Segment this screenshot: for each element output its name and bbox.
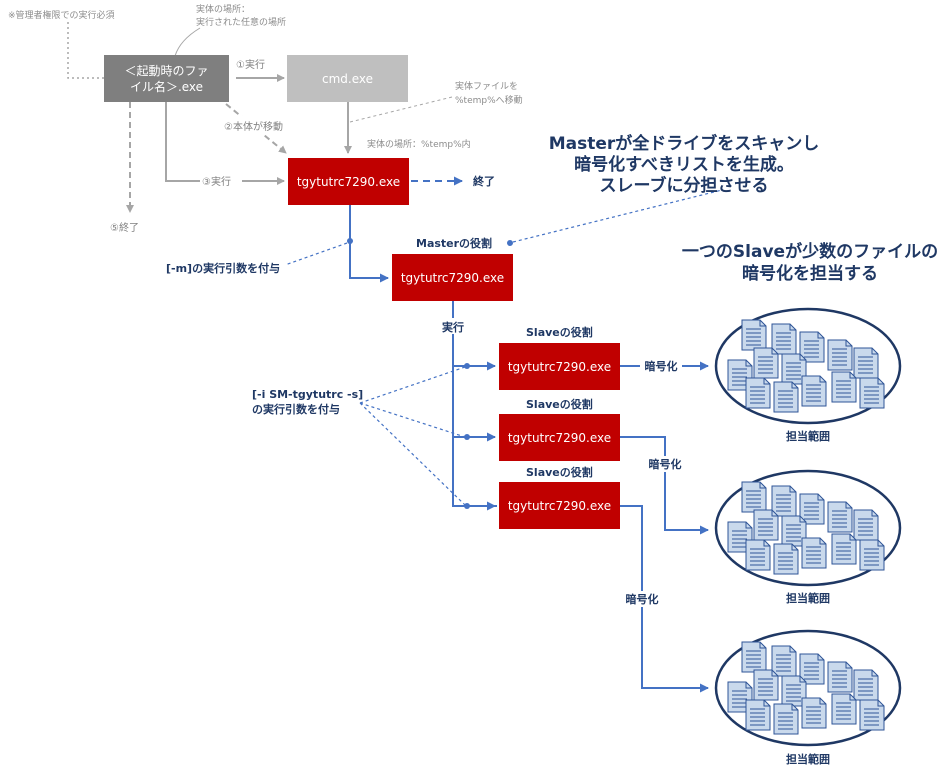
encrypt2-arrow bbox=[620, 436, 709, 535]
master-callout-connector bbox=[512, 189, 723, 243]
tgy-first-box bbox=[288, 158, 409, 205]
file-cluster-1 bbox=[716, 309, 900, 423]
step5-label: ⑤終了 bbox=[110, 221, 139, 234]
master-callout-line1: Masterが全ドライブをスキャンし bbox=[549, 133, 820, 154]
slave2-role-label: Slaveの役割 bbox=[526, 397, 593, 411]
admin-note-connector bbox=[67, 22, 104, 79]
tgy-slave3-label: tgytutrc7290.exe bbox=[508, 499, 611, 513]
admin-required-note: ※管理者権限での実行必須 bbox=[8, 9, 115, 21]
tgy-slave2-box bbox=[499, 414, 620, 461]
m-arg-label: [-m]の実行引数を付与 bbox=[166, 261, 280, 275]
location-temp-note: 実体の場所：%temp%内 bbox=[367, 138, 471, 150]
end-label: 終了 bbox=[473, 174, 495, 188]
tgy-master-label: tgytutrc7290.exe bbox=[401, 271, 504, 285]
step2-label: ②本体が移動 bbox=[224, 120, 283, 133]
move-to-temp-note-2: %temp%へ移動 bbox=[455, 94, 523, 106]
encrypt3-label: 暗号化 bbox=[626, 592, 659, 606]
move-to-temp-note-1: 実体ファイルを bbox=[455, 80, 518, 92]
slave3-role-label: Slaveの役割 bbox=[526, 465, 593, 479]
tgy-first-label: tgytutrc7290.exe bbox=[297, 175, 400, 189]
slave-callout-line1: 一つのSlaveが少数のファイルの bbox=[682, 241, 938, 262]
scope-label-1: 担当範囲 bbox=[786, 429, 830, 443]
start-exe-label-1: ＜起動時のファ bbox=[124, 64, 208, 78]
tgy-slave2-label: tgytutrc7290.exe bbox=[508, 431, 611, 445]
scope-label-3: 担当範囲 bbox=[786, 752, 830, 766]
slave-callout-line2: 暗号化を担当する bbox=[742, 263, 878, 284]
i-arg-label-2: の実行引数を付与 bbox=[252, 402, 340, 416]
tgy-master-box bbox=[392, 254, 513, 301]
scope-label-2: 担当範囲 bbox=[786, 591, 830, 605]
exec-label: 実行 bbox=[442, 320, 464, 334]
step3-label: ③実行 bbox=[202, 175, 231, 188]
start-exe-label-2: イル名＞.exe bbox=[130, 79, 203, 94]
location-note-connector bbox=[174, 27, 201, 57]
step3-arrow bbox=[165, 102, 285, 185]
encrypt2-label: 暗号化 bbox=[649, 457, 682, 471]
master-role-label: Masterの役割 bbox=[416, 236, 492, 250]
file-cluster-3 bbox=[716, 631, 900, 745]
master-callout-line2: 暗号化すべきリストを生成。 bbox=[574, 154, 794, 175]
i-arg-label-1: [-i SM-tgytutrc -s] bbox=[252, 388, 363, 401]
m-arg-connector bbox=[284, 242, 348, 266]
master-callout-dot bbox=[507, 240, 513, 246]
tgy-slave1-box bbox=[499, 343, 620, 390]
i-arg-connectors bbox=[359, 366, 466, 506]
slave1-role-label: Slaveの役割 bbox=[526, 325, 593, 339]
step1-label: ①実行 bbox=[236, 58, 265, 71]
file-cluster-2 bbox=[716, 471, 900, 585]
cmd-label: cmd.exe bbox=[322, 72, 373, 86]
tgy-to-master-arrow bbox=[349, 205, 389, 283]
m-arg-dot bbox=[347, 238, 353, 244]
encrypt1-label: 暗号化 bbox=[645, 359, 678, 373]
tgy-slave1-label: tgytutrc7290.exe bbox=[508, 360, 611, 374]
master-callout-line3: スレーブに分担させる bbox=[600, 175, 769, 196]
tgy-slave3-box bbox=[499, 482, 620, 529]
step2-arrow bbox=[225, 103, 287, 154]
location-any-note-2: 実行された任意の場所 bbox=[196, 16, 286, 28]
start-exe-box bbox=[104, 55, 229, 102]
location-any-note-1: 実体の場所： bbox=[196, 3, 250, 15]
cmd-box bbox=[287, 55, 408, 102]
